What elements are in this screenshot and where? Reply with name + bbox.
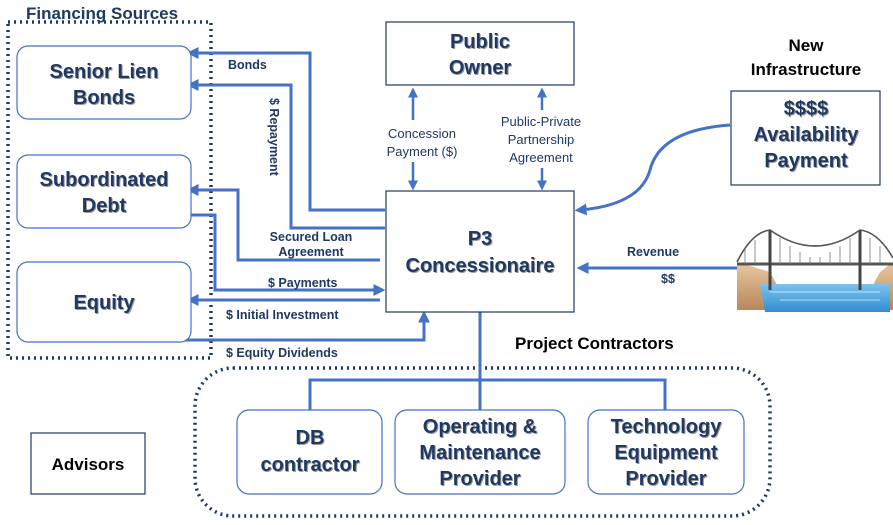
project-contractors-frame [193, 366, 772, 518]
availability-label-3: Payment [764, 150, 848, 172]
db-shadow-1: DB [297, 428, 326, 450]
tech-label-3: Provider [625, 468, 706, 490]
public-owner-label-1: Public [450, 31, 510, 53]
concession-payment-label-1: Concession [388, 126, 456, 141]
new-infrastructure-label-1: New [789, 36, 825, 55]
equity-label: Equity [73, 292, 135, 314]
repayment-arrow [186, 79, 385, 230]
tech-label-2: Equipment [614, 442, 718, 464]
advisors-label: Advisors [52, 455, 125, 474]
p3-shadow-1: P3 [469, 229, 493, 251]
availability-shadow-1: $$$$ [785, 99, 830, 121]
bonds-label: Bonds [228, 58, 267, 72]
subordinated-shadow-2: Debt [83, 196, 128, 218]
ppp-label-2: Partnership [508, 132, 574, 147]
om-label-3: Provider [439, 468, 520, 490]
om-shadow-2: Maintenance [420, 443, 541, 465]
availability-payment-arrow [574, 123, 731, 216]
secured-loan-label-1: Secured Loan [270, 230, 353, 244]
equity-dividends-label: $ Equity Dividends [226, 346, 338, 360]
senior-lien-label-1: Senior Lien [50, 61, 159, 83]
project-contractors-heading: Project Contractors [515, 334, 674, 353]
p3-concessionaire-box [385, 190, 575, 313]
concession-payment-label-2: Payment ($) [387, 144, 458, 159]
revenue-label: Revenue [627, 245, 679, 259]
om-label-1: Operating & [423, 416, 537, 438]
tech-label-1: Technology [611, 416, 723, 438]
financing-sources-heading: Financing Sources [26, 4, 178, 23]
ppp-label-1: Public-Private [501, 114, 581, 129]
revenue-amount-label: $$ [661, 272, 675, 286]
public-owner-label-2: Owner [449, 57, 511, 79]
suspension-bridge-icon [736, 229, 893, 312]
technology-provider-box [587, 409, 745, 495]
senior-lien-shadow-2: Bonds [74, 88, 136, 110]
initial-investment-label: $ Initial Investment [226, 308, 339, 322]
senior-lien-bonds-box [16, 45, 192, 120]
public-owner-box [385, 21, 575, 86]
db-label-2: contractor [261, 454, 360, 476]
contractors-bus [308, 378, 667, 410]
subordinated-debt-box [16, 154, 192, 229]
payments-arrow [190, 213, 386, 296]
tech-shadow-1: Technology [612, 417, 724, 439]
secured-loan-label-2: Agreement [278, 245, 344, 259]
repayment-label: $ Repayment [267, 98, 281, 177]
db-shadow-2: contractor [262, 455, 361, 477]
ppp-label-3: Agreement [509, 150, 573, 165]
senior-lien-label-2: Bonds [73, 87, 135, 109]
om-shadow-1: Operating & [424, 417, 538, 439]
p3-shadow-2: Concessionaire [407, 256, 556, 278]
tech-shadow-3: Provider [626, 469, 707, 491]
senior-lien-shadow-1: Senior Lien [51, 62, 160, 84]
tech-shadow-2: Equipment [615, 443, 719, 465]
p3-label-2: Concessionaire [406, 255, 555, 277]
p3-label-1: P3 [468, 228, 492, 250]
om-provider-box [394, 409, 566, 495]
bonds-arrow [186, 47, 385, 212]
public-owner-shadow-1: Public [451, 32, 511, 54]
subordinated-label-2: Debt [82, 195, 127, 217]
subordinated-shadow-1: Subordinated [41, 170, 170, 192]
equity-box [16, 261, 192, 343]
availability-payment-box [730, 90, 881, 186]
availability-shadow-3: Payment [765, 151, 849, 173]
equity-shadow: Equity [74, 293, 136, 315]
equity-dividends-arrow [183, 310, 430, 342]
availability-shadow-2: Availability [755, 125, 861, 147]
om-shadow-3: Provider [440, 469, 521, 491]
availability-label-1: $$$$ [784, 98, 829, 120]
availability-label-2: Availability [754, 124, 860, 146]
advisors-box [30, 432, 146, 495]
new-infrastructure-label-2: Infrastructure [751, 60, 862, 79]
subordinated-label-1: Subordinated [40, 169, 169, 191]
db-label-1: DB [296, 427, 325, 449]
public-owner-shadow-2: Owner [450, 58, 512, 80]
secured-loan-arrow [186, 184, 380, 262]
db-contractor-box [236, 409, 383, 495]
om-label-2: Maintenance [419, 442, 540, 464]
payments-label: $ Payments [268, 276, 338, 290]
